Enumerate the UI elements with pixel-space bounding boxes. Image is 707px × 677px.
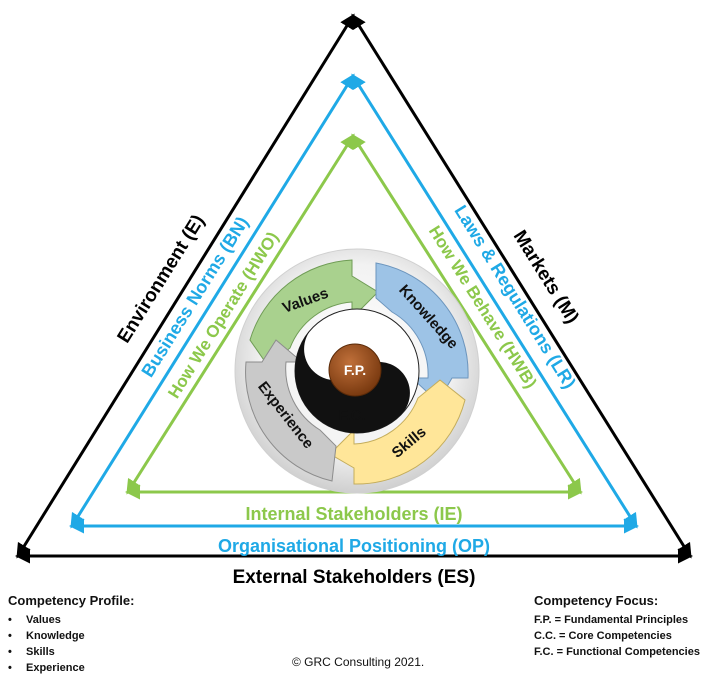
- middle-bottom-label: Organisational Positioning (OP): [218, 536, 490, 556]
- fp-label: F.P.: [344, 362, 366, 378]
- segment-skills: [329, 379, 466, 485]
- competency-profile-title: Competency Profile:: [8, 593, 135, 608]
- list-item: C.C. = Core Competencies: [534, 630, 672, 642]
- competency-profile-legend: Competency Profile: Values Knowledge Ski…: [8, 593, 134, 676]
- fp-circle: [328, 343, 382, 397]
- inner-bottom-label: Internal Stakeholders (IE): [245, 504, 462, 524]
- core-label: C.C.: [337, 321, 367, 338]
- segment-values: [249, 259, 379, 367]
- competency-profile-list: Values Knowledge Skills Experience: [8, 612, 134, 676]
- competency-focus-legend: Competency Focus: F.P. = Fundamental Pri…: [534, 593, 700, 660]
- segment-knowledge: [375, 262, 469, 403]
- inner-left-edge: [126, 133, 355, 495]
- list-item: F.C. = Functional Competencies: [534, 646, 700, 658]
- segment-experience: [245, 339, 337, 482]
- copyright-notice: © GRC Consulting 2021.: [292, 655, 425, 669]
- inner-right-edge: [351, 133, 582, 495]
- competency-focus-list: F.P. = Fundamental Principles C.C. = Cor…: [534, 612, 700, 660]
- functional-label: F.C.: [339, 407, 366, 424]
- competency-cycle: Values Knowledge Skills Experience C.C. …: [234, 248, 480, 494]
- list-item: Values: [8, 612, 134, 628]
- list-item: F.P. = Fundamental Principles: [534, 614, 689, 626]
- outer-bottom-label: External Stakeholders (ES): [233, 567, 476, 588]
- list-item: Skills: [8, 644, 134, 660]
- list-item: Knowledge: [8, 628, 134, 644]
- list-item: Experience: [8, 660, 134, 676]
- competency-focus-title: Competency Focus:: [534, 593, 659, 608]
